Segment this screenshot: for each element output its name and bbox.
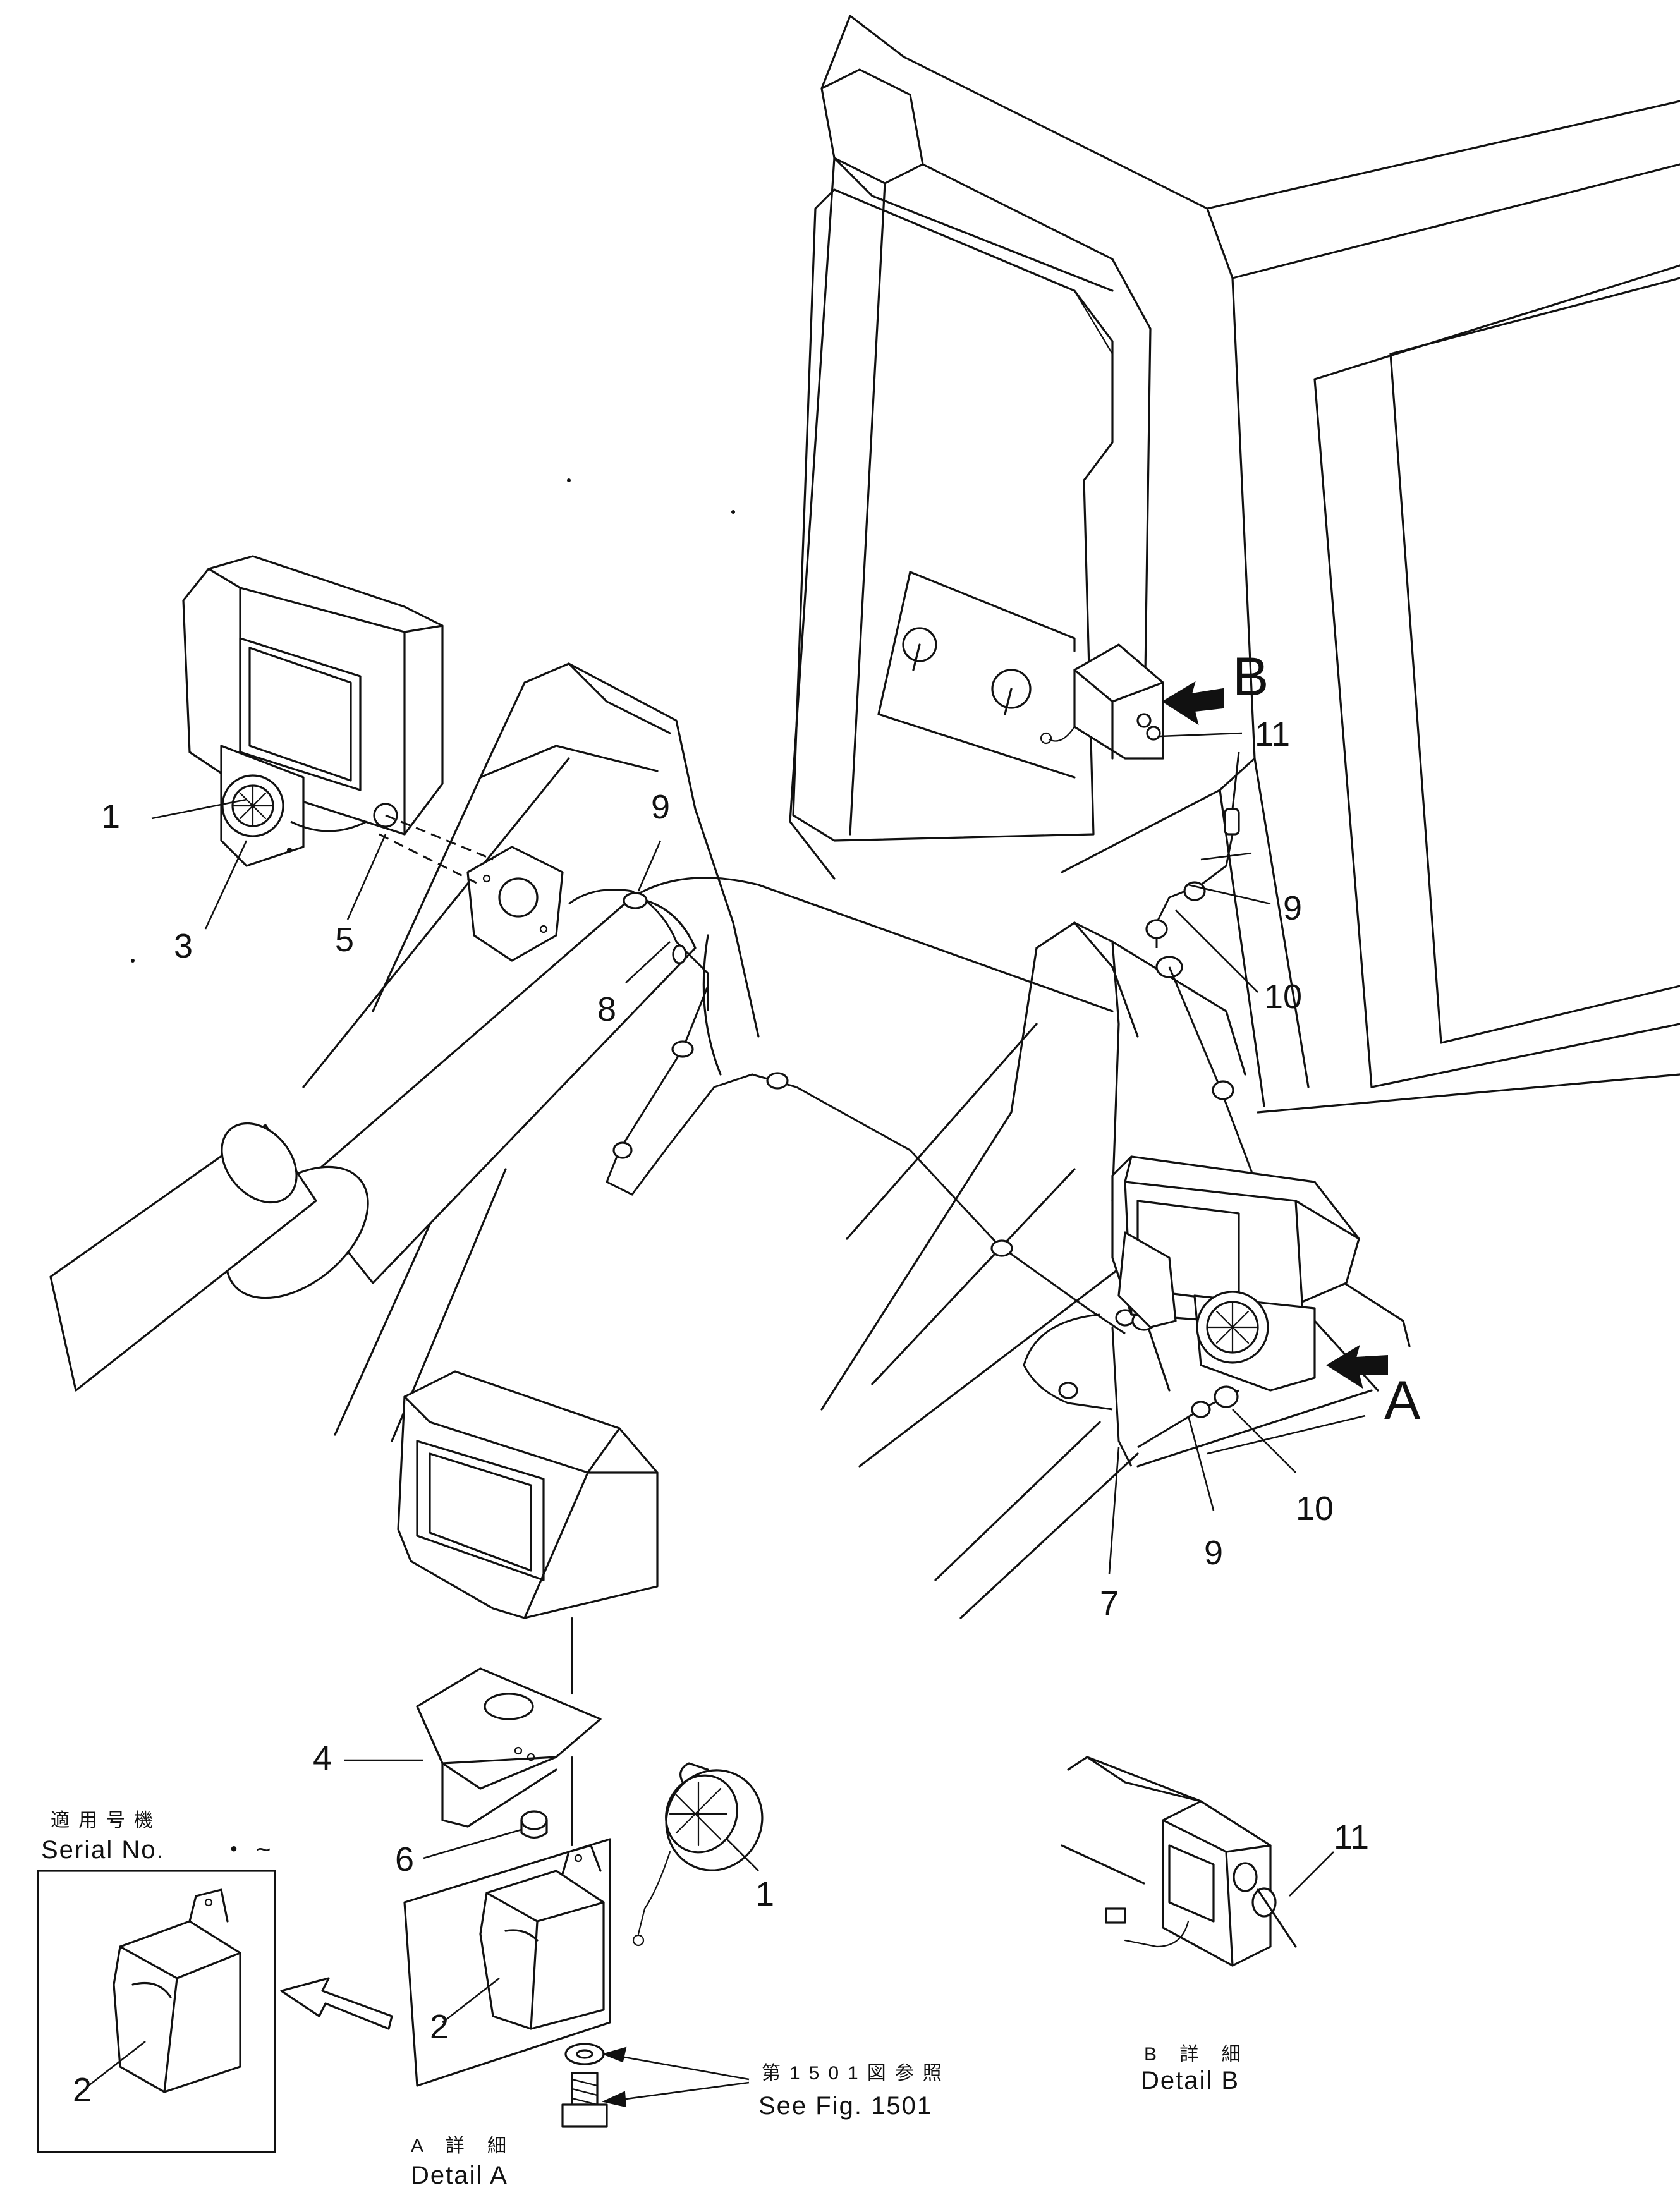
callout-9-lower: 9 bbox=[1204, 1534, 1223, 1572]
exploded-mount-plate bbox=[416, 1667, 602, 1828]
work-lamp-left bbox=[182, 555, 564, 962]
exploded-bushing bbox=[520, 1810, 548, 1839]
view-arrow-b bbox=[1162, 681, 1224, 726]
view-letter-b: B bbox=[1233, 647, 1269, 707]
hydraulic-cylinder bbox=[49, 896, 697, 1392]
detail-a-label-jp: A 詳 細 bbox=[411, 2136, 515, 2156]
callout-3: 3 bbox=[174, 927, 193, 965]
callout-10-upper: 10 bbox=[1264, 978, 1302, 1016]
exploded-lamp-unit bbox=[632, 1762, 764, 1947]
callout-4: 4 bbox=[313, 1739, 332, 1777]
exploded-bolt bbox=[561, 2072, 608, 2128]
wiring-harness bbox=[568, 751, 1281, 1467]
exploded-washer bbox=[564, 2043, 605, 2065]
operator-cab bbox=[789, 15, 1680, 1114]
callout-8: 8 bbox=[597, 990, 616, 1028]
serial-box-bracket bbox=[113, 1888, 241, 2093]
work-lamp-right bbox=[1111, 1155, 1360, 1392]
callout-10-lower: 10 bbox=[1296, 1490, 1334, 1528]
fig-ref-jp: 第1501図参照 bbox=[762, 2063, 951, 2084]
fig-ref-en: See Fig. 1501 bbox=[758, 2092, 932, 2120]
serial-label-en: Serial No. bbox=[41, 1836, 165, 1864]
callout-2-detail: 2 bbox=[430, 2008, 449, 2046]
detail-a-panel bbox=[403, 1838, 611, 2087]
detail-b-drawing bbox=[1061, 1756, 1297, 1967]
exploded-lamp-housing bbox=[397, 1370, 659, 1619]
callout-1-detail: 1 bbox=[755, 1875, 774, 1913]
callout-1-top: 1 bbox=[101, 798, 120, 836]
callout-5: 5 bbox=[335, 921, 354, 959]
detail-b-label-jp: B 詳 細 bbox=[1144, 2044, 1250, 2065]
callout-9-left: 9 bbox=[651, 788, 670, 826]
callout-11-top: 11 bbox=[1255, 715, 1290, 753]
view-letter-a: A bbox=[1384, 1370, 1421, 1431]
detail-a-label-en: Detail A bbox=[411, 2162, 508, 2189]
callout-2-serial: 2 bbox=[73, 2071, 92, 2109]
callout-7: 7 bbox=[1100, 1584, 1119, 1622]
callout-6: 6 bbox=[395, 1840, 414, 1878]
view-arrow-a bbox=[1326, 1344, 1388, 1389]
callout-9-upper: 9 bbox=[1283, 889, 1302, 927]
callout-leaders bbox=[151, 732, 1366, 1574]
hollow-arrow-icon bbox=[280, 1977, 393, 2030]
serial-label-jp: 適用号機 bbox=[51, 1810, 162, 1831]
serial-range: ・ ~ bbox=[221, 1836, 272, 1864]
serial-box-frame bbox=[37, 1870, 276, 2153]
callout-11-detail: 11 bbox=[1334, 1818, 1369, 1856]
detail-b-label-en: Detail B bbox=[1141, 2067, 1239, 2095]
